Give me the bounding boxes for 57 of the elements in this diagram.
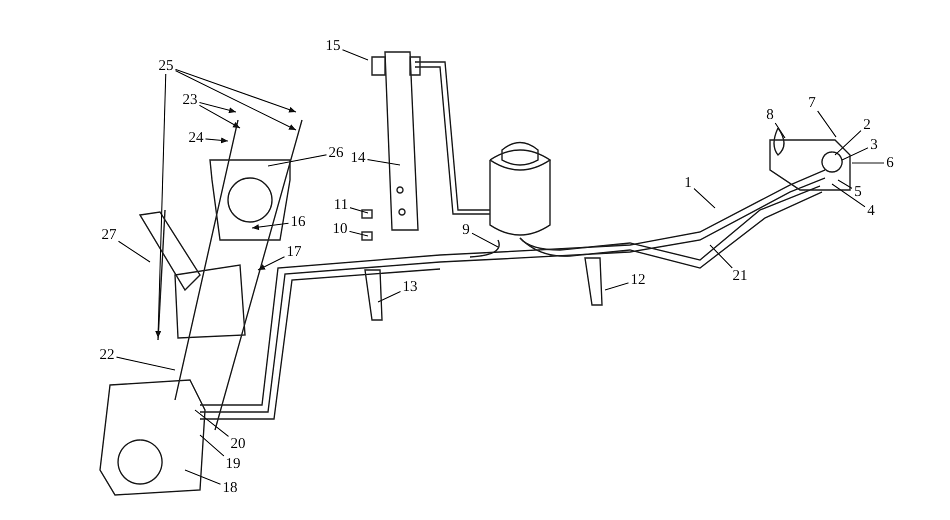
callout-number: 5 <box>854 184 862 200</box>
callout-number: 4 <box>867 203 875 219</box>
callout-number: 25 <box>158 58 174 74</box>
leader-line <box>342 49 368 61</box>
leader-line <box>252 222 289 230</box>
leader-line <box>184 469 221 485</box>
leader-line <box>604 282 629 291</box>
leader-line <box>349 230 368 237</box>
callout-number: 27 <box>102 227 116 243</box>
callout-number: 18 <box>222 480 238 496</box>
leader-line <box>258 256 285 270</box>
leader-line <box>832 184 866 208</box>
callout-number: 8 <box>766 107 774 123</box>
leader-line <box>175 70 296 130</box>
leader-line <box>205 137 228 144</box>
callout-number: 11 <box>334 197 348 213</box>
callout-number: 12 <box>630 272 646 288</box>
leader-line <box>838 180 852 189</box>
callout-number: 7 <box>808 95 816 111</box>
leader-line <box>199 104 240 128</box>
leader-line <box>194 410 229 437</box>
leader-line <box>118 240 150 262</box>
callout-number: 14 <box>350 150 366 166</box>
leader-line <box>155 74 166 338</box>
leader-line <box>472 232 498 248</box>
leader-line <box>268 154 327 167</box>
leader-line <box>710 244 733 268</box>
leader-line <box>350 207 368 214</box>
callout-number: 17 <box>286 244 302 260</box>
leader-line <box>116 356 176 371</box>
callout-number: 15 <box>326 38 340 54</box>
leader-line <box>694 188 716 208</box>
callout-number: 10 <box>332 221 348 237</box>
callout-number: 9 <box>462 222 470 238</box>
leader-line <box>842 147 868 160</box>
callout-number: 2 <box>863 117 871 133</box>
callout-number: 1 <box>684 175 692 191</box>
leader-line <box>834 130 862 156</box>
leader-line <box>774 122 786 138</box>
callout-number: 13 <box>402 279 418 295</box>
callout-number: 22 <box>100 347 114 363</box>
leader-line <box>378 290 401 302</box>
callout-number: 20 <box>230 436 246 452</box>
callout-number: 21 <box>732 268 748 284</box>
leader-line <box>367 159 400 166</box>
callout-number: 16 <box>290 214 306 230</box>
leader-line <box>199 102 236 114</box>
leader-line <box>175 68 296 113</box>
leader-line <box>852 162 884 164</box>
callout-number: 24 <box>188 130 204 146</box>
callout-number: 3 <box>870 137 878 153</box>
leader-line <box>817 110 836 138</box>
callout-number: 26 <box>328 145 344 161</box>
callout-number: 6 <box>886 155 894 171</box>
callout-number: 19 <box>226 456 240 472</box>
leader-line <box>200 434 224 456</box>
callout-number: 23 <box>182 92 198 108</box>
